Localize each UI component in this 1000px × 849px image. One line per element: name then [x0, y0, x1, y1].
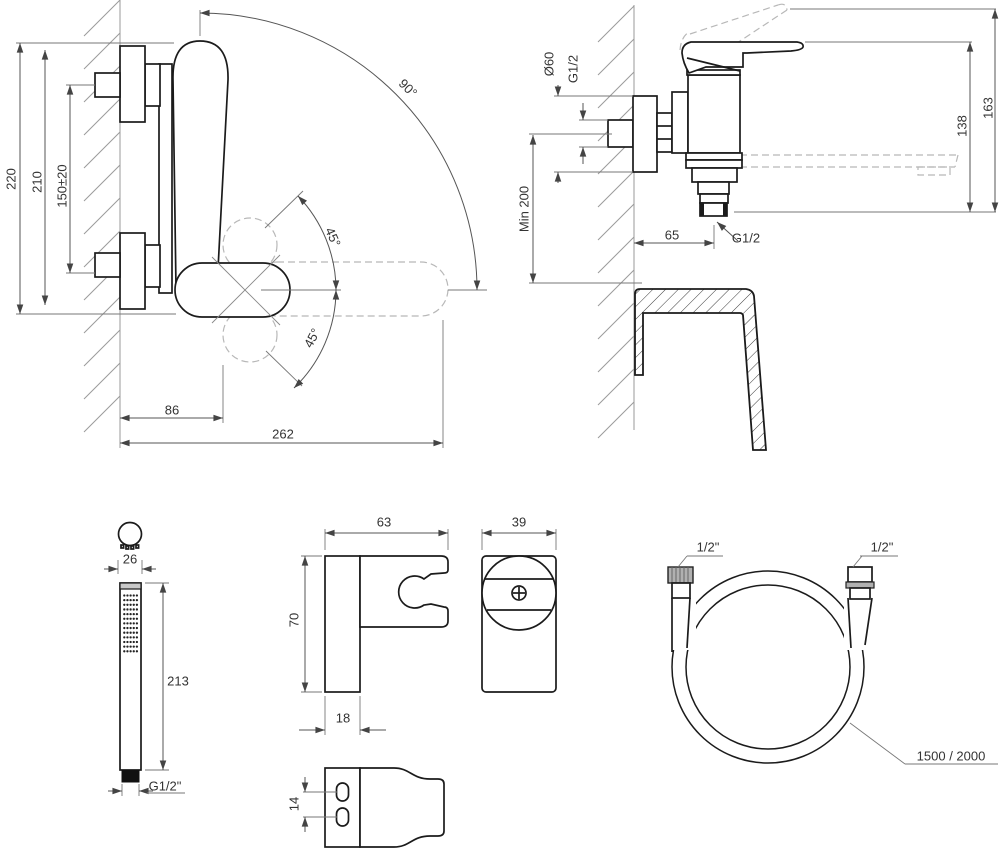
escutcheon-flange [632, 95, 658, 173]
dim-label-hose-nut-right: 1/2" [871, 540, 894, 555]
dim-label-hand-shower-length: 213 [167, 674, 189, 689]
outlet-nipple [699, 202, 728, 217]
mixer-body-front [687, 74, 741, 154]
holder-hook-side [359, 555, 449, 628]
dim-label-holder-base-width: 18 [336, 711, 350, 726]
dim-label-hose-nut-left: 1/2" [697, 540, 720, 555]
union-flange-bottom [119, 232, 146, 310]
dim-label-tilt-down: 45° [301, 326, 323, 350]
dim-label-reach-short: 86 [165, 403, 179, 418]
shower-outlet [685, 152, 743, 217]
dim-label-outlet-thread: G1/2 [732, 231, 760, 246]
dim-label-wall-thread: G1/2 [566, 55, 581, 83]
hand-shower-handle [119, 582, 142, 771]
hose-loop-inner [685, 584, 851, 750]
union-step-bottom [144, 244, 161, 288]
hand-shower-head-top [117, 521, 143, 547]
dim-label-min-mount-height: Min 200 [517, 186, 532, 232]
spout-dashed-front [740, 154, 959, 176]
arc-45-up [297, 195, 340, 291]
hand-shower-view: 26 213 G1/2" [104, 521, 189, 796]
lever-raised-dashed [679, 3, 788, 51]
dim-label-holder-depth: 39 [512, 515, 526, 530]
dim-label-holder-hole-spacing: 14 [287, 797, 302, 811]
dim-label-overall-height: 220 [4, 168, 19, 190]
hose-view: 1/2" 1/2" 1500 / 2000 [666, 540, 998, 765]
dim-label-escutcheon-diameter: Ø60 [542, 52, 557, 77]
arc-45-down [293, 289, 340, 389]
dim-label-holder-width: 63 [377, 515, 391, 530]
hose-nut-left [667, 566, 694, 599]
dim-label-holder-height: 70 [287, 613, 302, 627]
hand-shower-head-nubs [120, 544, 140, 550]
union-nut [656, 112, 673, 153]
dim-label-outlet-offset: 65 [665, 228, 679, 243]
dim-label-body-height: 210 [30, 171, 45, 193]
hose-connector-right [845, 566, 875, 600]
spout-aerator-dashed [917, 166, 951, 176]
mixer-lever [681, 41, 804, 75]
hand-shower-connector [121, 769, 140, 783]
mixer-body-side [172, 40, 229, 289]
holder-views: 63 39 70 18 14 [287, 515, 557, 848]
arc-90deg [199, 9, 481, 291]
union-pipe-top [94, 72, 121, 98]
mixer-side-view: 220 210 150±20 86 262 90° 45° 45° [4, 9, 487, 448]
dim-label-head-width: 26 [123, 552, 137, 567]
dim-label-reach-long: 262 [272, 427, 294, 442]
body-neck [671, 91, 689, 154]
leader-outlet-thread [716, 221, 739, 242]
union-step-top [144, 63, 161, 107]
union-pipe-bottom [94, 252, 121, 278]
dim-label-tilt-up: 45° [322, 225, 344, 249]
dim-label-total-height: 163 [981, 97, 996, 119]
hose-loop-outer [671, 570, 865, 764]
wall-pipe [607, 119, 634, 148]
dim-label-lever-height: 138 [955, 115, 970, 137]
bathtub-rim-section [634, 288, 767, 451]
mixer-front-view: Ø60 G1/2 Min 200 65 G1/2 138 163 [517, 3, 999, 451]
holder-screw [511, 585, 527, 601]
lever-base-plate [686, 69, 741, 76]
holder-hook-bottom [359, 767, 445, 848]
dim-label-connection-spacing: 150±20 [55, 164, 70, 207]
dim-label-hose-lengths: 1500 / 2000 [917, 749, 986, 764]
mixer-backplate [158, 63, 173, 294]
holder-wall-plate-side [324, 555, 361, 693]
dim-label-hand-shower-thread: G1/2" [149, 779, 182, 794]
wall-section-left [83, 0, 121, 448]
wall-section-right [597, 5, 635, 439]
spray-face-dots [123, 594, 139, 653]
union-flange-top [119, 45, 146, 123]
dim-label-swivel-angle: 90° [396, 76, 421, 101]
